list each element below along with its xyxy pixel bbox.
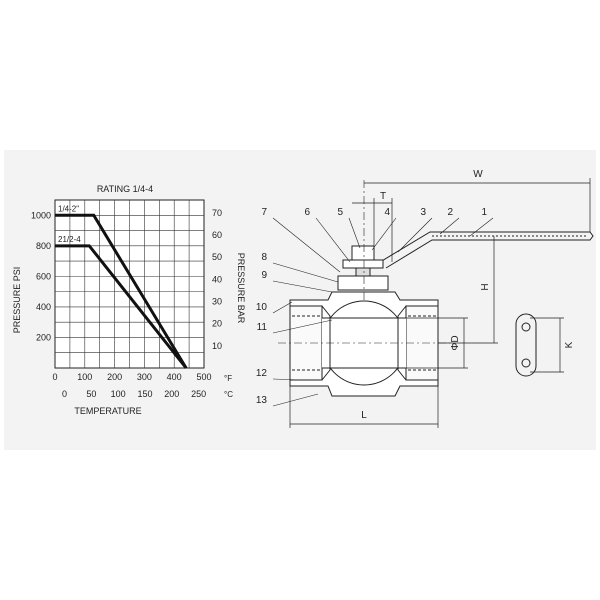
chart-series-line — [55, 213, 188, 369]
stem-packing — [337, 275, 389, 291]
stem-nut — [351, 245, 375, 261]
chart-x-tick-f: 300 — [137, 372, 152, 382]
chart-unit-f: °F — [224, 374, 232, 383]
part-number-label: 11 — [257, 322, 268, 333]
chart-y-tick-psi: 600 — [36, 271, 51, 281]
chart-y-tick-bar: 10 — [212, 341, 222, 351]
part-leader-line — [469, 217, 494, 237]
part-leader-line — [272, 301, 293, 314]
part-leader-line — [272, 217, 341, 273]
part-leader-line — [272, 319, 333, 334]
part-number-label: 9 — [261, 270, 267, 281]
dim-w-label: W — [473, 169, 483, 180]
part-leader-line — [439, 217, 460, 235]
part-number-label: 6 — [304, 207, 310, 218]
part-number-label: 13 — [256, 395, 268, 406]
chart-x-tick-f: 0 — [52, 372, 57, 382]
part-leader-line — [272, 393, 319, 407]
chart-x-tick-f: 100 — [77, 372, 92, 382]
chart-series-line — [55, 244, 188, 369]
part-leader-line — [315, 217, 351, 263]
part-leader-line — [371, 217, 397, 251]
dim-h-label: H — [480, 283, 491, 290]
dim-l-label: L — [361, 410, 367, 421]
chart-y-tick-psi: 200 — [36, 332, 51, 342]
chart-y-tick-psi: 400 — [36, 302, 51, 312]
chart-y2-label: PRESSURE BAR — [236, 253, 246, 324]
chart-unit-c: °C — [224, 390, 233, 399]
stem-washer — [342, 259, 384, 269]
chart-x-tick-c: 100 — [111, 389, 126, 399]
chart-tick-labels: 0 100 200 300 400 500 0 50 100 150 200 250 200 400 600… — [31, 208, 222, 399]
mounting-hole-top — [521, 322, 531, 332]
chart-series-label: 1/4-2" — [58, 204, 79, 213]
chart-y-tick-bar: 30 — [212, 297, 222, 307]
part-number-label: 5 — [337, 207, 343, 218]
chart-series-group: 1/4-2" 21/2-4 — [55, 204, 188, 369]
chart-x-tick-c: 150 — [137, 389, 152, 399]
chart-y-tick-bar: 20 — [212, 319, 222, 329]
chart-y-tick-bar: 60 — [212, 230, 222, 240]
chart-y-tick-psi: 800 — [36, 241, 51, 251]
part-number-label: 2 — [447, 207, 453, 218]
part-leader-line — [272, 280, 333, 293]
dim-k-label: K — [564, 341, 575, 348]
part-number-label: 10 — [256, 302, 268, 313]
part-number-label: 12 — [256, 368, 268, 379]
chart-y-tick-bar: 50 — [212, 252, 222, 262]
mounting-hole-bottom — [521, 358, 531, 368]
handle-lever — [379, 231, 594, 269]
chart-title: RATING 1/4-4 — [97, 184, 153, 194]
part-leader-line — [348, 217, 361, 249]
chart-x-tick-c: 250 — [191, 389, 206, 399]
mounting-plate — [515, 313, 537, 377]
chart-y-label: PRESSURE PSI — [12, 267, 22, 334]
part-number-label: 3 — [420, 207, 426, 218]
part-number-label: 1 — [481, 207, 487, 218]
part-number-label: 7 — [261, 207, 267, 218]
part-leader-line — [272, 262, 339, 283]
dim-d-label: ΦD — [450, 335, 461, 350]
part-leader-line — [397, 217, 433, 253]
chart-y-tick-psi: 1000 — [31, 210, 51, 220]
chart-y-tick-bar: 70 — [212, 208, 222, 218]
chart-x-tick-c: 0 — [62, 389, 67, 399]
chart-y-tick-bar: 40 — [212, 274, 222, 284]
chart-x-tick-f: 200 — [107, 372, 122, 382]
dim-t-label: T — [380, 191, 386, 202]
part-leader-line — [272, 378, 303, 381]
chart-x-tick-c: 200 — [164, 389, 179, 399]
chart-x-label: TEMPERATURE — [74, 406, 141, 416]
chart-grid — [54, 199, 205, 369]
part-number-label: 4 — [384, 207, 390, 218]
chart-series-label: 21/2-4 — [58, 235, 81, 244]
part-number-label: 8 — [261, 252, 267, 263]
chart-x-tick-c: 50 — [86, 389, 96, 399]
chart-x-tick-f: 500 — [196, 372, 211, 382]
chart-x-tick-f: 400 — [167, 372, 182, 382]
